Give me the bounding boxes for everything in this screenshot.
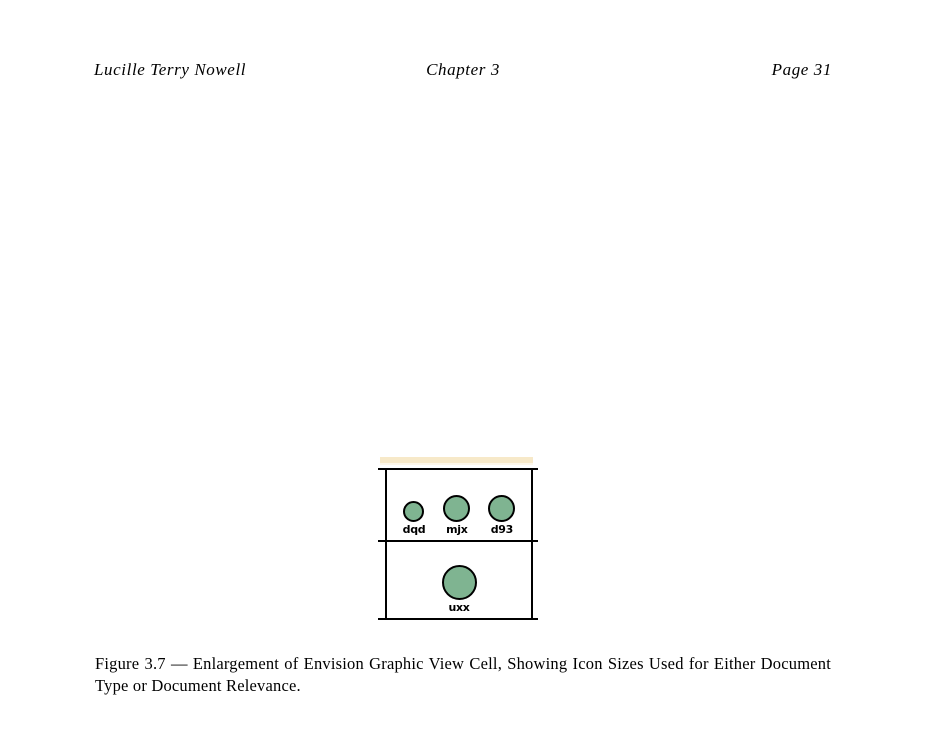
circle-icon[interactable] xyxy=(443,495,471,522)
circle-icon[interactable] xyxy=(403,501,425,522)
document-icon-label: d93 xyxy=(490,523,514,536)
cell-rule-right xyxy=(531,468,533,620)
figure-caption: Figure 3.7 — Enlargement of Envision Gra… xyxy=(95,654,831,695)
page-running-head: Lucille Terry Nowell Chapter 3 Page 31 xyxy=(94,60,832,84)
cell-rule-left xyxy=(385,468,387,620)
cell-lower-icon-row: uxx xyxy=(387,552,531,614)
circle-icon[interactable] xyxy=(488,495,516,522)
document-icon-label: dqd xyxy=(402,523,426,536)
document-icon-uxx[interactable]: uxx xyxy=(441,565,477,614)
cell-rule-top xyxy=(378,468,538,470)
document-icon-dqd[interactable]: dqd xyxy=(403,501,426,536)
cell-upper-icon-row: dqd mjx d93 xyxy=(387,488,531,536)
document-icon-d93[interactable]: d93 xyxy=(488,495,516,536)
circle-icon[interactable] xyxy=(441,565,477,600)
document-icon-label: mjx xyxy=(446,523,468,536)
running-head-page-number: Page 31 xyxy=(771,60,832,79)
running-head-chapter: Chapter 3 xyxy=(426,60,500,79)
cell-rule-bottom xyxy=(378,618,538,620)
document-icon-label: uxx xyxy=(448,601,470,614)
running-head-author: Lucille Terry Nowell xyxy=(94,60,247,79)
document-icon-mjx[interactable]: mjx xyxy=(443,495,471,536)
graphic-view-cell-top-strip xyxy=(380,457,533,463)
cell-rule-middle xyxy=(378,540,538,542)
graphic-view-cell-top-strip-highlight xyxy=(380,463,533,465)
